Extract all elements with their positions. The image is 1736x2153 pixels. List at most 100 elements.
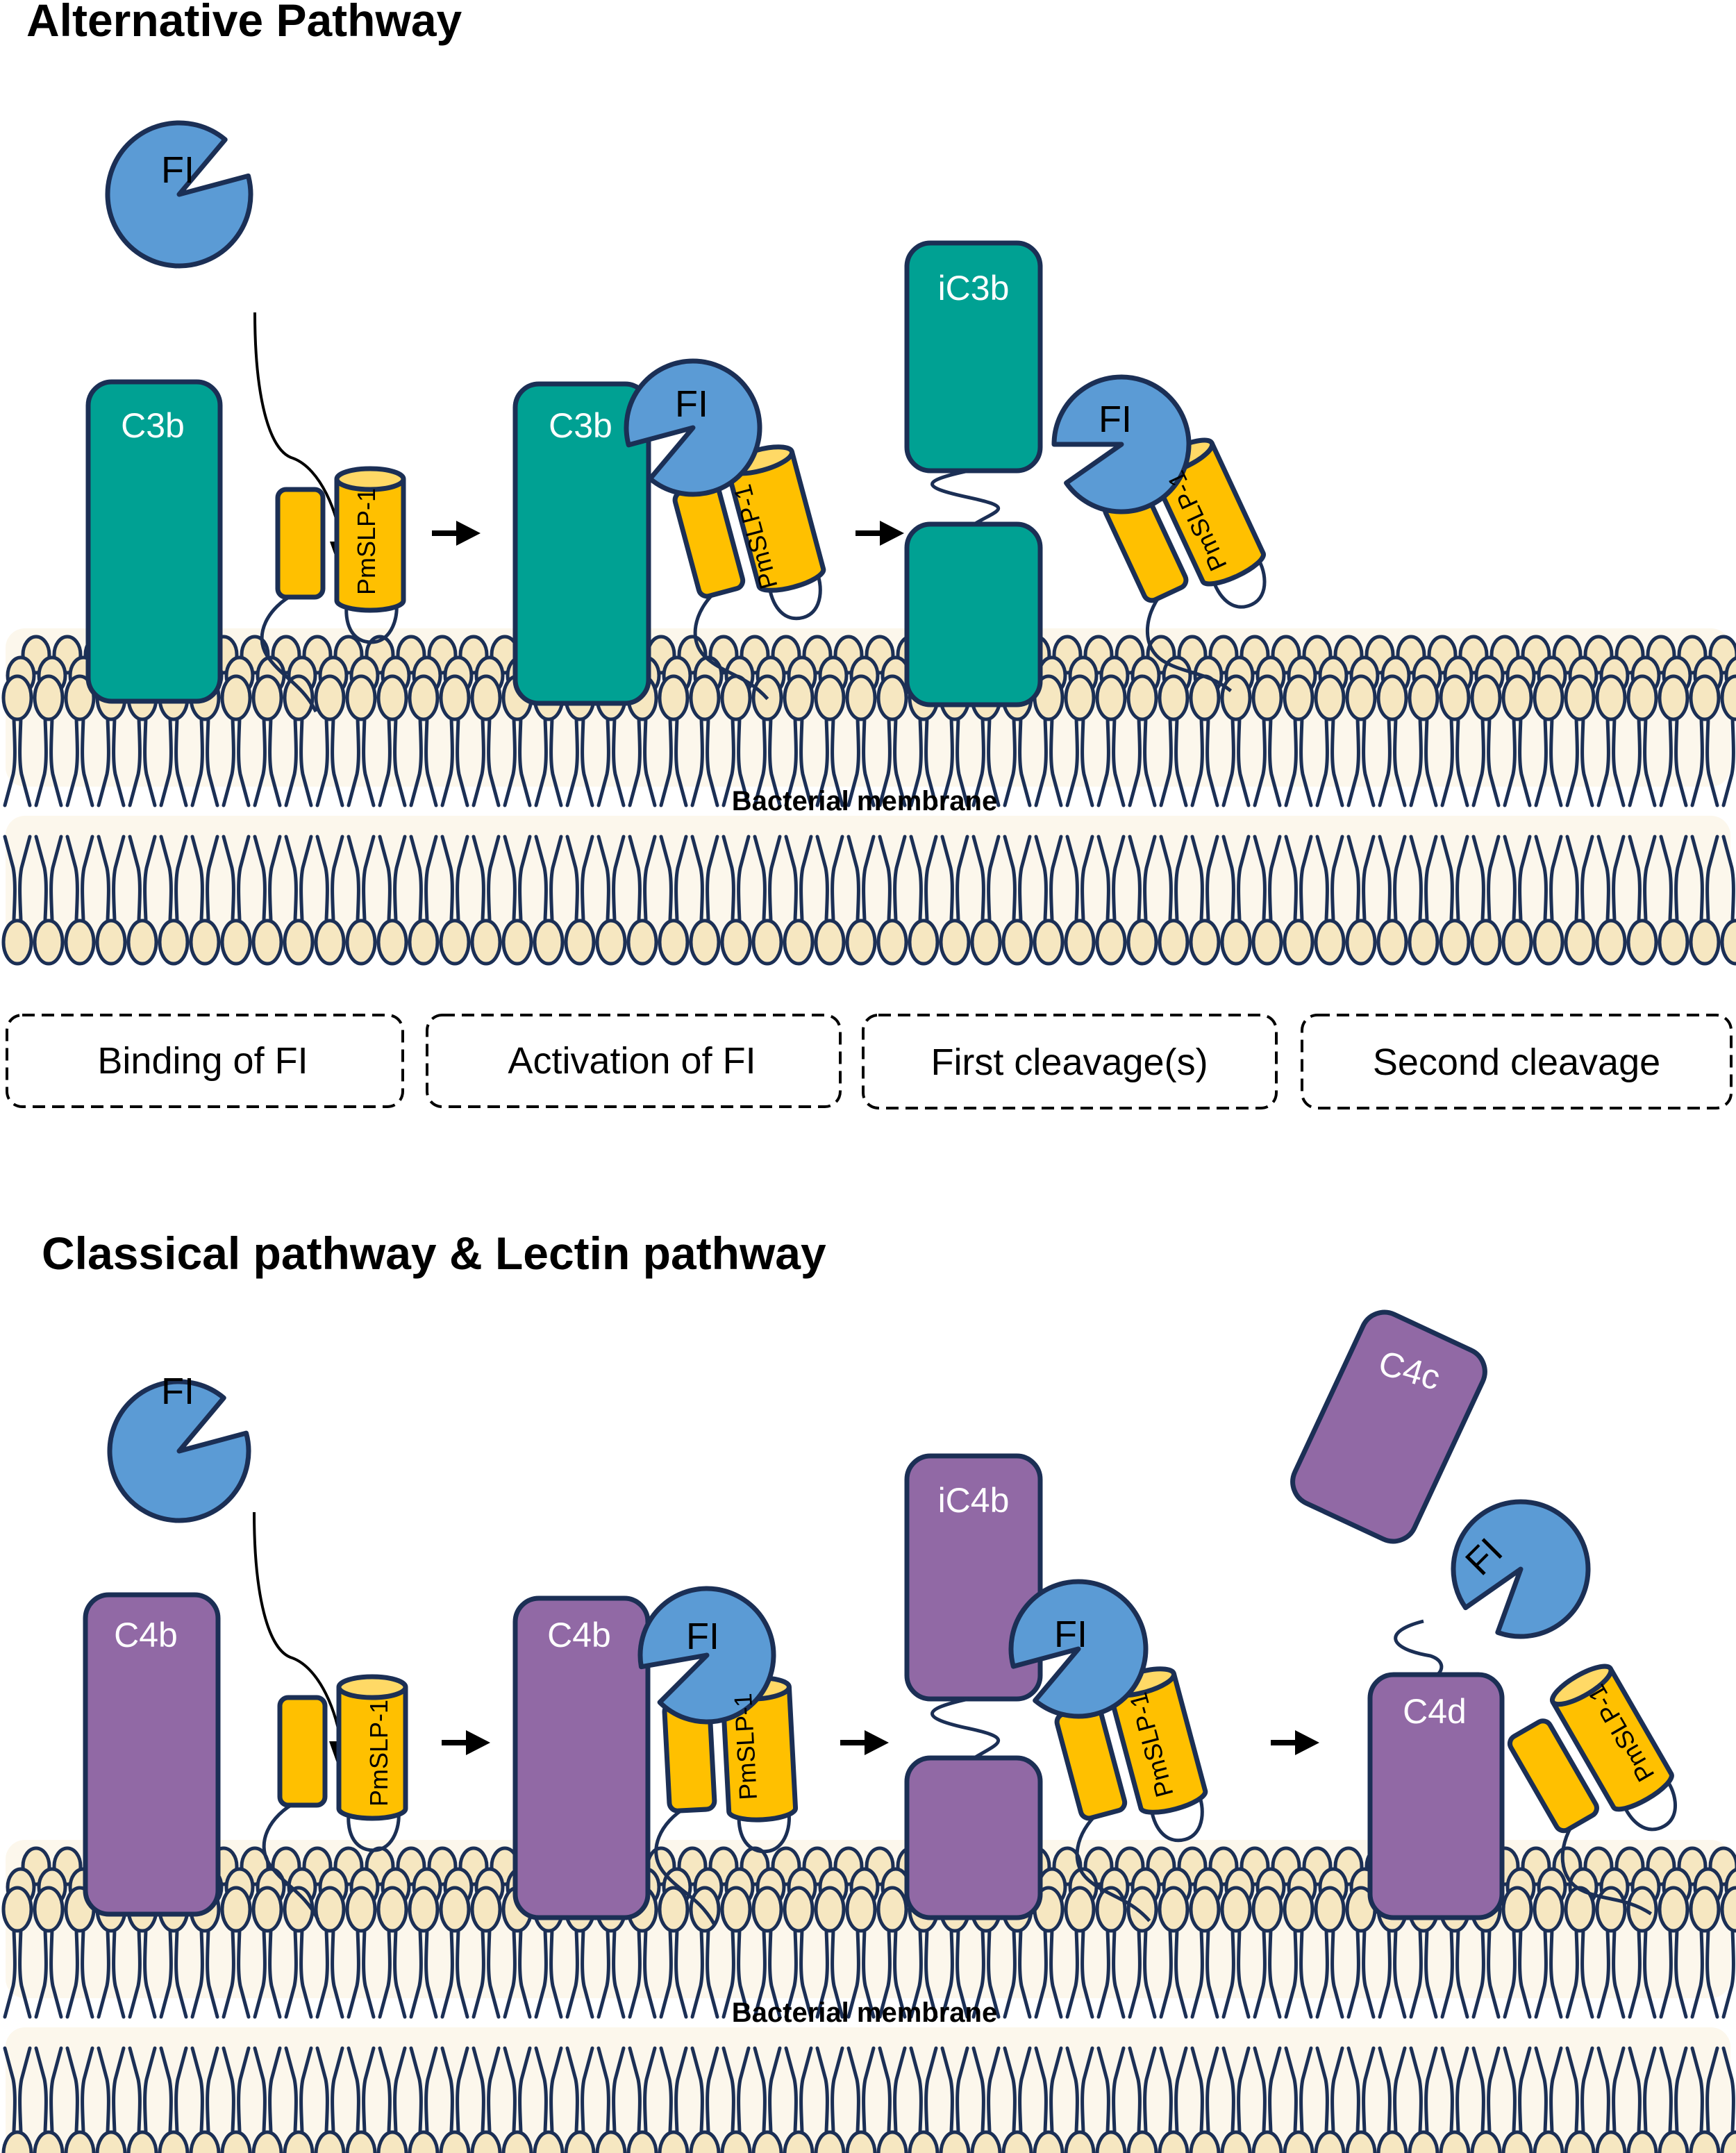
lipid-tail xyxy=(440,1928,454,2019)
lipid-tail xyxy=(1705,717,1719,807)
lipid-tail xyxy=(1096,1928,1110,2019)
lipid-tail xyxy=(190,2046,204,2134)
lipid-tail xyxy=(674,1928,688,2019)
lipid-head xyxy=(1658,919,1689,966)
lipid-tail xyxy=(784,1928,798,2019)
lipid-tail xyxy=(471,717,485,807)
lipid-head xyxy=(1251,674,1283,721)
lipid-tail xyxy=(659,1928,673,2019)
lipid-tail xyxy=(878,835,892,922)
lipid-tail xyxy=(440,2046,454,2134)
lipid-tail xyxy=(315,835,329,922)
lipid-tail xyxy=(753,1928,767,2019)
lipid-head xyxy=(314,2130,346,2153)
lipid-tail xyxy=(768,1928,782,2019)
lipid-tail xyxy=(97,717,110,807)
lipid-head xyxy=(33,674,65,721)
lipid-tail xyxy=(190,835,204,922)
lipid-tail xyxy=(581,717,594,807)
lipid-tail xyxy=(1080,1928,1094,2019)
lipid-tail xyxy=(1690,2046,1704,2134)
lipid-tail xyxy=(862,2046,876,2134)
pmslp-cylinder-body xyxy=(334,479,406,613)
lipid-head xyxy=(314,919,346,966)
lipid-head xyxy=(345,1886,377,1933)
lipid-head xyxy=(1564,2130,1596,2153)
lipid-head xyxy=(158,919,190,966)
lipid-head xyxy=(1345,674,1377,721)
lipid-tail xyxy=(1174,1928,1188,2019)
lipid-head xyxy=(689,2130,721,2153)
lipid-tail xyxy=(3,1928,17,2019)
lipid-tail xyxy=(159,835,173,922)
lipid-tail xyxy=(1580,835,1594,922)
lipid-head xyxy=(1470,674,1502,721)
lipid-head xyxy=(1001,919,1033,966)
fi-label-free-alt: FI xyxy=(161,149,194,191)
lipid-tail xyxy=(1315,835,1329,922)
lipid-tail xyxy=(456,717,469,807)
lipid-tail xyxy=(690,835,704,922)
lipid-tail xyxy=(987,2046,1001,2134)
lipid-head xyxy=(1626,919,1658,966)
lipid-tail xyxy=(799,835,813,922)
lipid-tail xyxy=(1424,2046,1438,2134)
lipid-head xyxy=(1408,674,1439,721)
lipid-head xyxy=(1689,2130,1721,2153)
lipid-tail xyxy=(955,1928,969,2019)
lipid-tail xyxy=(862,717,876,807)
lipid-tail xyxy=(1205,1928,1219,2019)
lipid-head xyxy=(439,674,471,721)
lipid-tail xyxy=(565,717,579,807)
lipid-head xyxy=(970,919,1002,966)
lipid-tail xyxy=(1378,835,1392,922)
lipid-tail xyxy=(1049,1928,1063,2019)
lipid-tail xyxy=(268,835,282,922)
lipid-head xyxy=(533,919,565,966)
lipid-tail xyxy=(1034,1928,1048,2019)
lipid-head xyxy=(1470,2130,1502,2153)
lipid-head xyxy=(845,2130,877,2153)
lipid-tail xyxy=(97,1928,110,2019)
lipid-tail xyxy=(1112,1928,1126,2019)
lipid-head xyxy=(1564,919,1596,966)
lipid-head xyxy=(720,1886,752,1933)
lipid-tail xyxy=(112,835,126,922)
lipid-tail xyxy=(643,835,657,922)
lipid-tail xyxy=(1565,717,1579,807)
lipid-tail xyxy=(347,1928,360,2019)
pmslp-tether xyxy=(1145,592,1233,692)
lipid-tail xyxy=(596,2046,610,2134)
lipid-head xyxy=(689,674,721,721)
lipid-tail xyxy=(1190,835,1204,922)
pmslp-tether xyxy=(654,1805,716,1925)
lipid-tail xyxy=(1205,717,1219,807)
lipid-head xyxy=(845,919,877,966)
fi-label-2-cl: FI xyxy=(686,1616,719,1657)
lipid-tail xyxy=(909,2046,923,2134)
lipid-head xyxy=(1595,1886,1627,1933)
lipid-tail xyxy=(1455,1928,1469,2019)
lipid-tail xyxy=(659,835,673,922)
step-label-first-cleavage: First cleavage(s) xyxy=(930,1041,1208,1083)
lipid-head xyxy=(470,1886,502,1933)
c4b-label-2: C4b xyxy=(547,1616,611,1654)
lipid-tail xyxy=(1518,717,1532,807)
lipid-tail xyxy=(253,2046,267,2134)
lipid-tail xyxy=(799,717,813,807)
lipid-tail xyxy=(18,1928,32,2019)
lipid-tail xyxy=(753,835,767,922)
lipid-head xyxy=(1189,919,1221,966)
lipid-tail xyxy=(1112,835,1126,922)
lipid-tail xyxy=(893,717,907,807)
lipid-head xyxy=(658,1886,690,1933)
lipid-tail xyxy=(1159,835,1173,922)
lipid-tail xyxy=(518,835,532,922)
lipid-tail xyxy=(1503,717,1517,807)
lipid-head xyxy=(814,919,846,966)
lipid-tail xyxy=(846,1928,860,2019)
lipid-tail xyxy=(331,717,344,807)
arrow-curve xyxy=(253,1511,342,1745)
lipid-head xyxy=(1251,2130,1283,2153)
lipid-tail xyxy=(1674,2046,1688,2134)
